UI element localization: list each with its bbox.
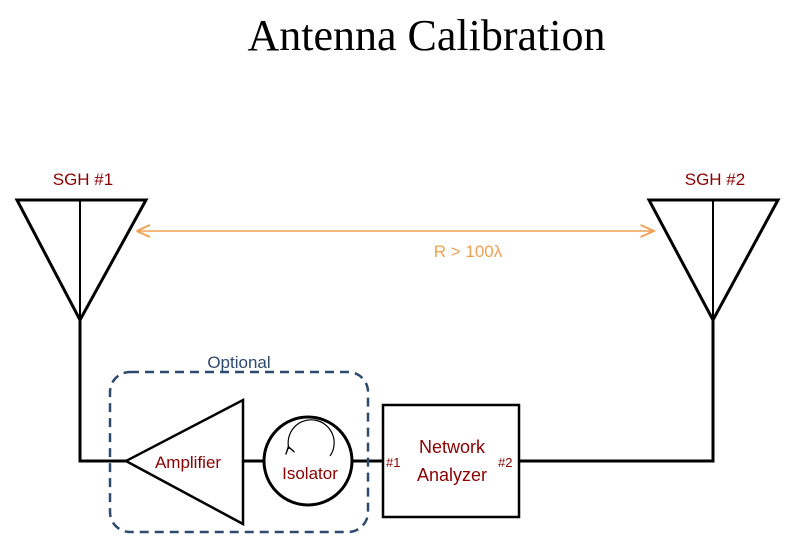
network-analyzer-box [381,403,521,519]
amplifier-symbol [123,397,245,527]
antenna-sgh1 [14,198,149,324]
antenna-label-sgh2: SGH #2 [685,170,745,189]
network-analyzer-label-line1: Network [419,437,486,457]
antenna-sgh2 [646,198,781,324]
port2-label: #2 [498,455,512,470]
optional-group-box [108,370,370,534]
optional-label: Optional [207,353,270,372]
range-label: R > 100λ [434,242,503,261]
diagram-title: Antenna Calibration [247,11,606,60]
isolator-symbol [262,415,354,507]
isolator-arrow-icon [288,419,335,457]
signal-wires [78,320,715,463]
network-analyzer-label-line2: Analyzer [417,465,487,485]
antenna-label-sgh1: SGH #1 [53,170,113,189]
isolator-label: Isolator [282,464,338,483]
port1-label: #1 [386,455,400,470]
amplifier-label: Amplifier [155,453,221,472]
